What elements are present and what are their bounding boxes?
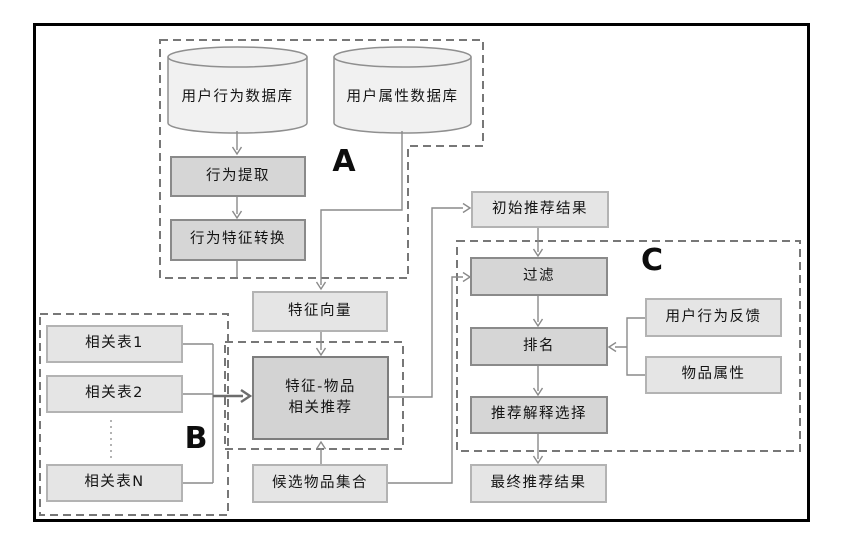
node-initial-result: 初始推荐结果 bbox=[471, 191, 609, 228]
node-feature-item-line2: 相关推荐 bbox=[288, 400, 353, 416]
node-related-table-n: 相关表N bbox=[46, 464, 183, 502]
connector-feedback-attributes-bracket bbox=[615, 317, 645, 376]
feature-item-module-outline bbox=[224, 341, 404, 450]
node-related-table-2: 相关表2 bbox=[46, 375, 183, 413]
node-feature-item-recommendation: 特征-物品 相关推荐 bbox=[252, 356, 389, 440]
user-attribute-db-cylinder-top bbox=[333, 46, 472, 68]
arrowhead bbox=[532, 248, 544, 258]
outer-frame bbox=[33, 23, 810, 522]
user-behavior-db-label: 用户行为数据库 bbox=[181, 89, 294, 105]
arrowhead bbox=[607, 341, 617, 353]
arrowhead bbox=[315, 440, 327, 450]
group-a-outline bbox=[159, 39, 484, 279]
node-feature-vector: 特征向量 bbox=[252, 291, 388, 332]
node-behavior-feature-conversion: 行为特征转换 bbox=[170, 219, 306, 261]
arrowhead bbox=[532, 387, 544, 397]
node-user-behavior-feedback: 用户行为反馈 bbox=[645, 298, 782, 337]
group-c-outline bbox=[456, 240, 801, 452]
group-b-outline bbox=[39, 313, 229, 516]
node-filter: 过滤 bbox=[470, 257, 608, 296]
arrowhead bbox=[462, 202, 472, 214]
node-final-result: 最终推荐结果 bbox=[470, 464, 607, 503]
arrowhead bbox=[532, 318, 544, 328]
connector-relatedtables-bus bbox=[183, 343, 214, 484]
node-ranking: 排名 bbox=[470, 327, 608, 366]
node-explanation-selection: 推荐解释选择 bbox=[470, 396, 608, 434]
arrowhead bbox=[231, 210, 243, 220]
arrowhead bbox=[532, 455, 544, 465]
user-behavior-db-cylinder-top bbox=[167, 46, 308, 68]
connector-featureitem-to-initialresult bbox=[389, 207, 463, 398]
arrowhead-bold bbox=[240, 389, 253, 403]
connector-attributedb-to-featurevector bbox=[320, 131, 403, 285]
group-c-label: C bbox=[640, 243, 664, 278]
node-behavior-extraction: 行为提取 bbox=[170, 156, 306, 197]
arrowhead bbox=[315, 347, 327, 357]
arrowhead bbox=[315, 281, 327, 291]
user-attribute-db-label: 用户属性数据库 bbox=[346, 89, 459, 105]
node-feature-item-line1: 特征-物品 bbox=[285, 378, 356, 395]
node-related-table-1: 相关表1 bbox=[46, 325, 183, 363]
connector-candidate-to-filter bbox=[388, 276, 463, 484]
arrowhead bbox=[462, 271, 472, 283]
group-a-label: A bbox=[332, 144, 356, 179]
arrowhead bbox=[231, 146, 243, 156]
node-item-attributes: 物品属性 bbox=[645, 356, 782, 394]
group-b-label: B bbox=[184, 421, 208, 456]
node-candidate-item-set: 候选物品集合 bbox=[252, 464, 388, 503]
